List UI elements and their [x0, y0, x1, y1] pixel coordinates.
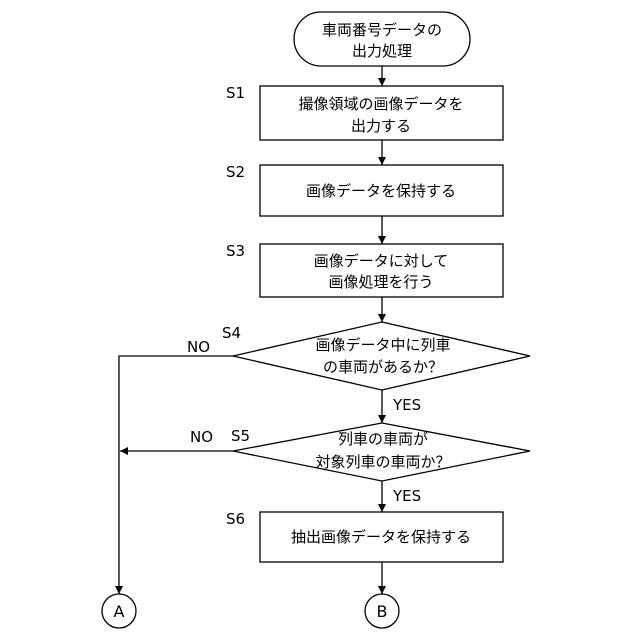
- step-s3-id: S3: [226, 242, 245, 260]
- decision-s5-line2: 対象列車の車両か？: [315, 453, 450, 471]
- step-s5-id: S5: [231, 427, 250, 445]
- decision-s5-no-label: NO: [190, 428, 213, 446]
- line-s4-no: [119, 356, 233, 594]
- step-s6-id: S6: [226, 510, 245, 528]
- decision-s5-yes-label: YES: [392, 487, 421, 505]
- decision-s4: [233, 322, 530, 390]
- decision-s4-no-label: NO: [187, 338, 210, 356]
- step-s2-line1: 画像データを保持する: [306, 182, 456, 200]
- connector-b-label: B: [377, 602, 388, 621]
- decision-s4-line1: 画像データ中に列車: [315, 336, 450, 354]
- step-s1-line2: 出力する: [351, 117, 411, 135]
- start-label-line2: 出力処理: [352, 42, 412, 60]
- decision-s5-line1: 列車の車両が: [338, 430, 428, 448]
- step-s2-id: S2: [226, 163, 245, 181]
- step-s3-line2: 画像処理を行う: [328, 273, 433, 291]
- decision-s4-yes-label: YES: [392, 396, 421, 414]
- step-s6-line1: 抽出画像データを保持する: [291, 528, 471, 546]
- step-s1-id: S1: [226, 84, 245, 102]
- decision-s4-line2: の車両があるか？: [323, 358, 443, 376]
- step-s4-id: S4: [222, 324, 241, 342]
- connector-a-label: A: [114, 602, 125, 621]
- step-s1-line1: 撮像領域の画像データを: [298, 95, 463, 113]
- step-s3-line1: 画像データに対して: [314, 252, 449, 270]
- start-label-line1: 車両番号データの: [322, 21, 442, 39]
